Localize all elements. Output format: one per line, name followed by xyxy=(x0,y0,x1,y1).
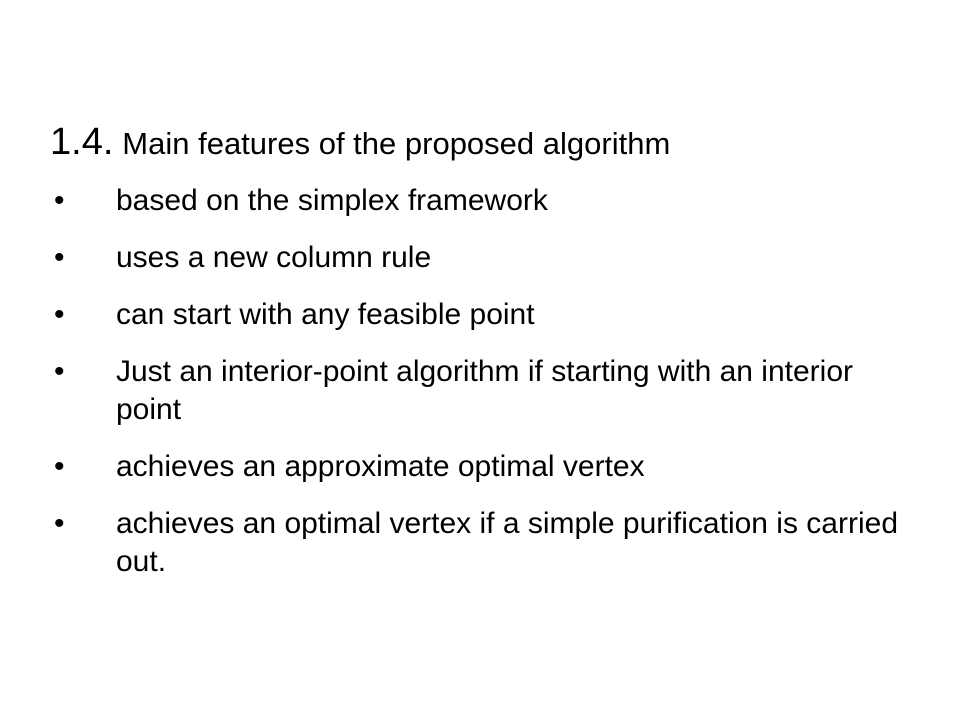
list-item: • uses a new column rule xyxy=(50,239,910,277)
bullet-list: • based on the simplex framework • uses … xyxy=(50,182,910,600)
section-number: 1.4. xyxy=(50,121,114,163)
list-item: • Just an interior-point algorithm if st… xyxy=(50,353,910,429)
list-item: • can start with any feasible point xyxy=(50,296,910,334)
bullet-text: based on the simplex framework xyxy=(116,184,548,217)
bullet-text: achieves an approximate optimal vertex xyxy=(116,450,645,483)
bullet-icon: • xyxy=(54,241,65,274)
list-item: • achieves an approximate optimal vertex xyxy=(50,448,910,486)
bullet-icon: • xyxy=(54,184,65,217)
list-item: • achieves an optimal vertex if a simple… xyxy=(50,505,910,581)
list-item: • based on the simplex framework xyxy=(50,182,910,220)
bullet-icon: • xyxy=(54,507,65,540)
bullet-icon: • xyxy=(54,355,65,388)
slide-title: 1.4. Main features of the proposed algor… xyxy=(50,120,670,166)
bullet-icon: • xyxy=(54,450,65,483)
bullet-text: achieves an optimal vertex if a simple p… xyxy=(116,507,899,578)
title-text: Main features of the proposed algorithm xyxy=(122,126,671,161)
bullet-text: uses a new column rule xyxy=(116,241,432,274)
bullet-icon: • xyxy=(54,298,65,331)
bullet-text: Just an interior-point algorithm if star… xyxy=(116,355,853,426)
bullet-text: can start with any feasible point xyxy=(116,298,535,331)
